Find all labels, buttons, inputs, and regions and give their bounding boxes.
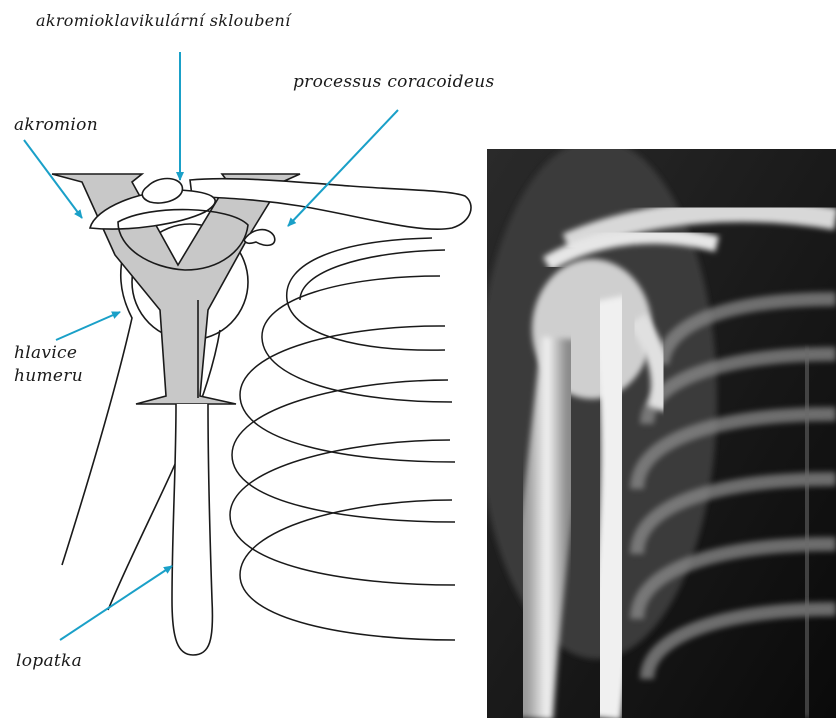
shoulder-xray-image xyxy=(487,149,836,718)
label-scapula: lopatka xyxy=(16,650,82,673)
ribs xyxy=(230,238,455,640)
scapula-blade xyxy=(172,404,212,655)
label-acromion: akromion xyxy=(14,114,98,137)
label-acromioclavicular-joint: akromioklavikulární skloubení xyxy=(36,10,291,32)
arrow-humeral-head xyxy=(56,312,120,340)
label-humeral-head: hlavice humeru xyxy=(14,342,104,388)
label-coracoid-process: processus coracoideus xyxy=(293,71,494,94)
rib-2 xyxy=(262,276,452,402)
arrow-scapula xyxy=(60,566,172,640)
rib-7 xyxy=(300,250,445,300)
rib-3 xyxy=(240,326,455,462)
